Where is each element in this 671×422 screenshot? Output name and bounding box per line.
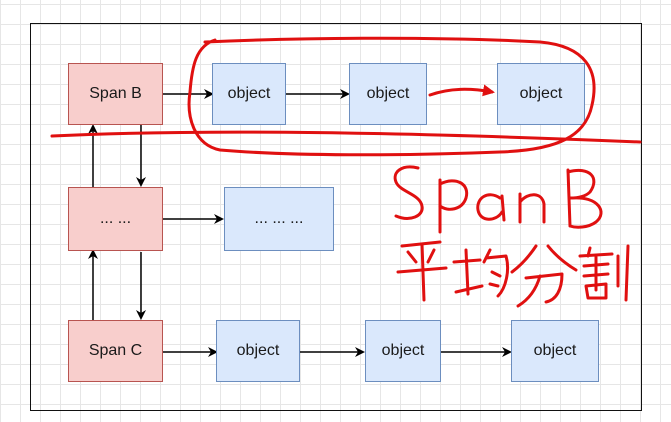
row1-object-2: object <box>349 63 427 125</box>
annotation-cjk-strokes <box>396 240 630 308</box>
annotation-underline <box>50 130 642 144</box>
annotation-circle <box>187 36 596 157</box>
span-mid-label: ... ... <box>99 210 132 227</box>
object-label: object <box>236 342 280 359</box>
span-c-node: Span C <box>68 320 163 382</box>
span-b-node: Span B <box>68 63 163 125</box>
object-label: object <box>366 85 410 102</box>
object-label: object <box>381 342 425 359</box>
row1-object-3: object <box>497 63 585 125</box>
object-label: object <box>519 85 563 102</box>
row3-object-2: object <box>365 320 441 382</box>
span-mid-node: ... ... <box>68 187 163 251</box>
row3-object-3: object <box>511 320 599 382</box>
object-label: ... ... ... <box>254 210 304 227</box>
span-c-label: Span C <box>88 342 143 359</box>
row1-object-1: object <box>212 63 286 125</box>
span-b-label: Span B <box>89 85 142 102</box>
annotation-red-arrow <box>428 84 495 97</box>
annotation-span-b <box>393 165 603 234</box>
row3-object-1: object <box>216 320 300 382</box>
object-label: object <box>533 342 577 359</box>
object-label: object <box>227 85 271 102</box>
row2-object-dots: ... ... ... <box>224 187 334 251</box>
diagram-frame <box>30 23 642 411</box>
